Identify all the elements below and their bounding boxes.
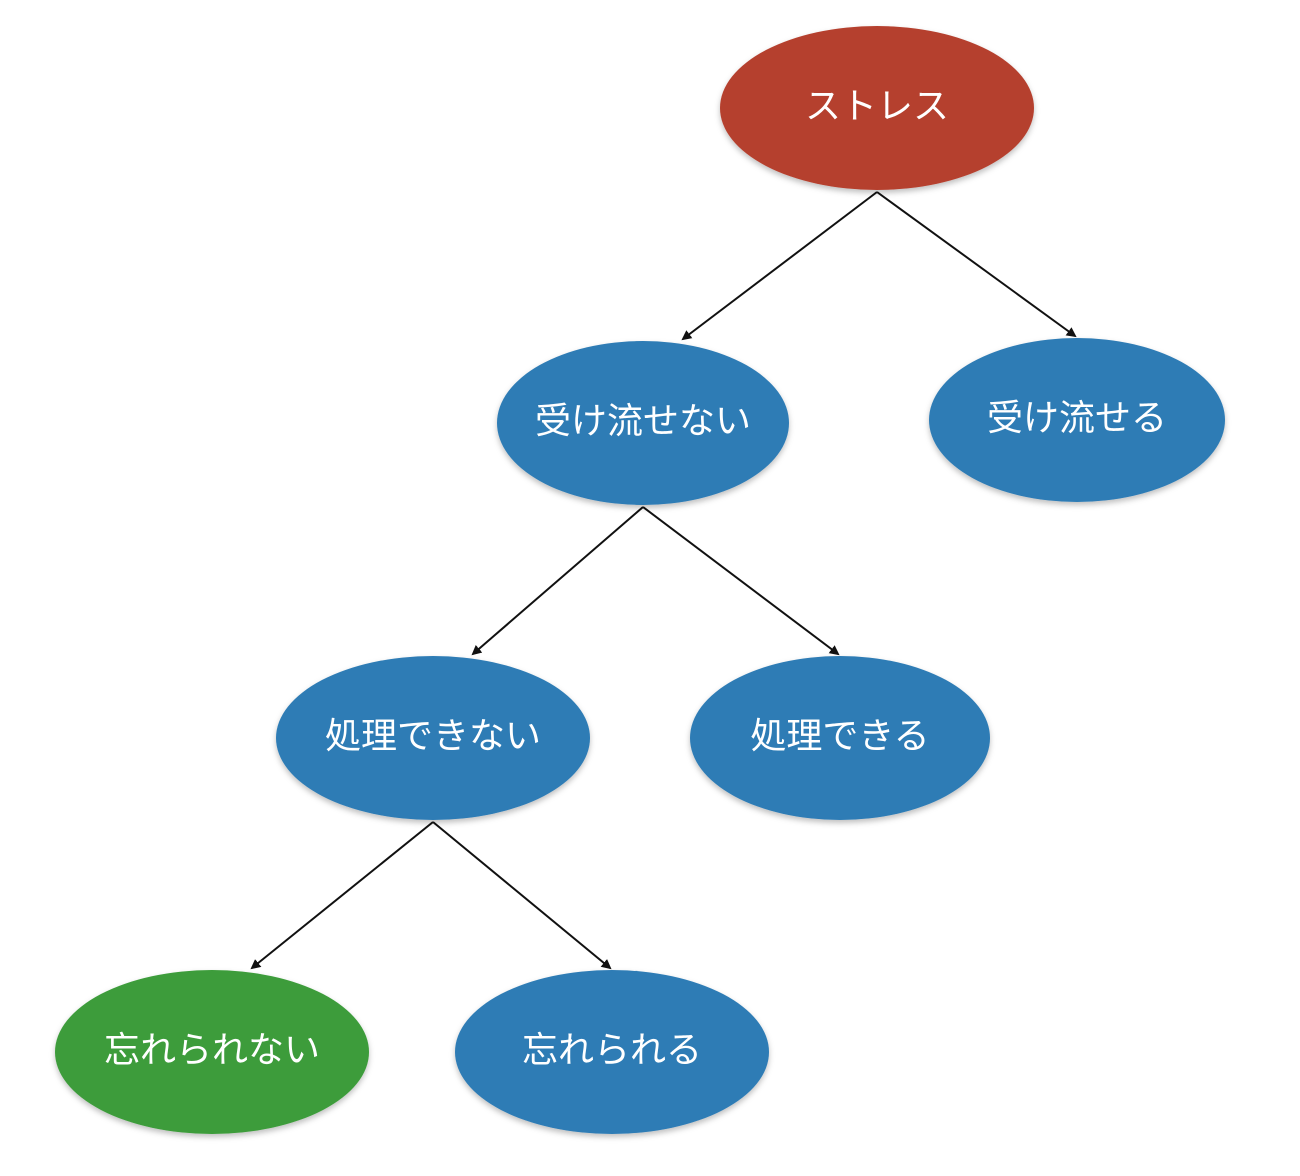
node-ellipse <box>497 341 789 505</box>
node-cannot-forget: 忘れられない <box>55 970 369 1134</box>
node-cannot-shrug: 受け流せない <box>497 341 789 505</box>
edge-cannot-handle-to-can-forget <box>432 821 612 970</box>
node-label: ストレス <box>805 86 949 127</box>
node-ellipse <box>720 26 1034 190</box>
node-label: 忘れられない <box>104 1030 320 1071</box>
node-ellipse <box>929 338 1225 502</box>
node-ellipse <box>690 656 990 820</box>
node-label: 忘れられる <box>522 1030 702 1071</box>
node-label: 受け流せない <box>535 401 751 442</box>
edge-stress-to-cannot-shrug <box>681 191 878 341</box>
node-label: 受け流せる <box>987 398 1167 439</box>
node-can-handle: 処理できる <box>690 656 990 820</box>
node-can-shrug: 受け流せる <box>929 338 1225 502</box>
edge-cannot-handle-to-cannot-forget <box>250 821 434 970</box>
node-label: 処理できない <box>325 716 541 757</box>
edge-stress-to-can-shrug <box>876 191 1077 338</box>
node-cannot-handle: 処理できない <box>276 656 590 820</box>
edge-cannot-shrug-to-cannot-handle <box>471 506 644 656</box>
edge-cannot-shrug-to-can-handle <box>642 506 840 656</box>
node-ellipse <box>55 970 369 1134</box>
node-ellipse <box>276 656 590 820</box>
node-can-forget: 忘れられる <box>455 970 769 1134</box>
node-label: 処理できる <box>750 716 929 757</box>
node-stress: ストレス <box>720 26 1034 190</box>
node-ellipse <box>455 970 769 1134</box>
